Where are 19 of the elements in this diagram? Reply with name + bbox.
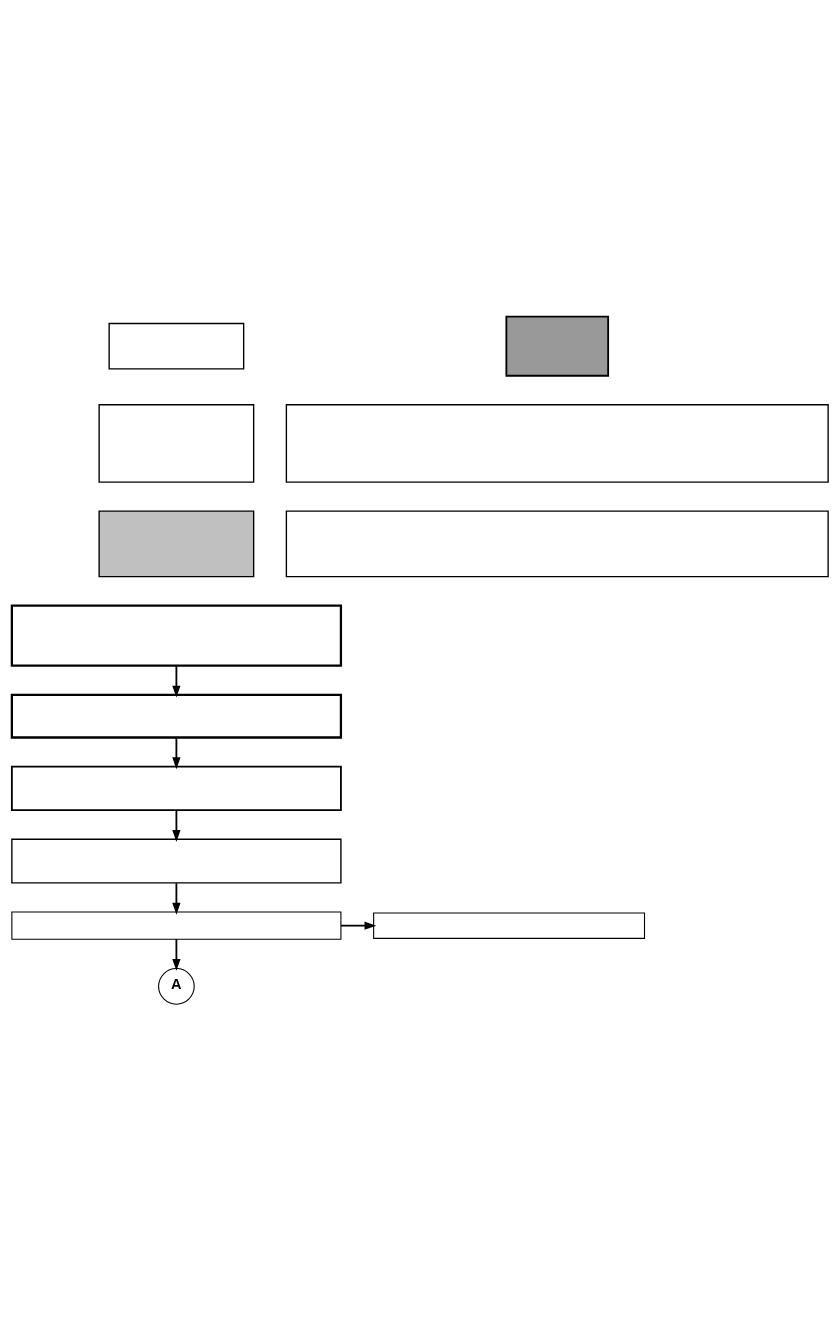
arrow (340, 921, 377, 930)
arrow (172, 736, 181, 769)
arrow (172, 809, 181, 842)
node-box (98, 510, 255, 577)
node-box (285, 510, 829, 577)
node-box (505, 315, 610, 377)
arrow (172, 937, 181, 971)
node-box (373, 911, 646, 939)
node-box (108, 322, 245, 370)
node-circle: A (158, 967, 195, 1005)
node-box (285, 403, 829, 483)
arrow (172, 664, 181, 697)
node-box (10, 693, 343, 739)
node-box (11, 910, 342, 940)
node-box (10, 604, 343, 667)
node-box (10, 765, 342, 811)
node-box (98, 403, 255, 483)
arrow (172, 881, 181, 915)
node-box (11, 838, 342, 884)
